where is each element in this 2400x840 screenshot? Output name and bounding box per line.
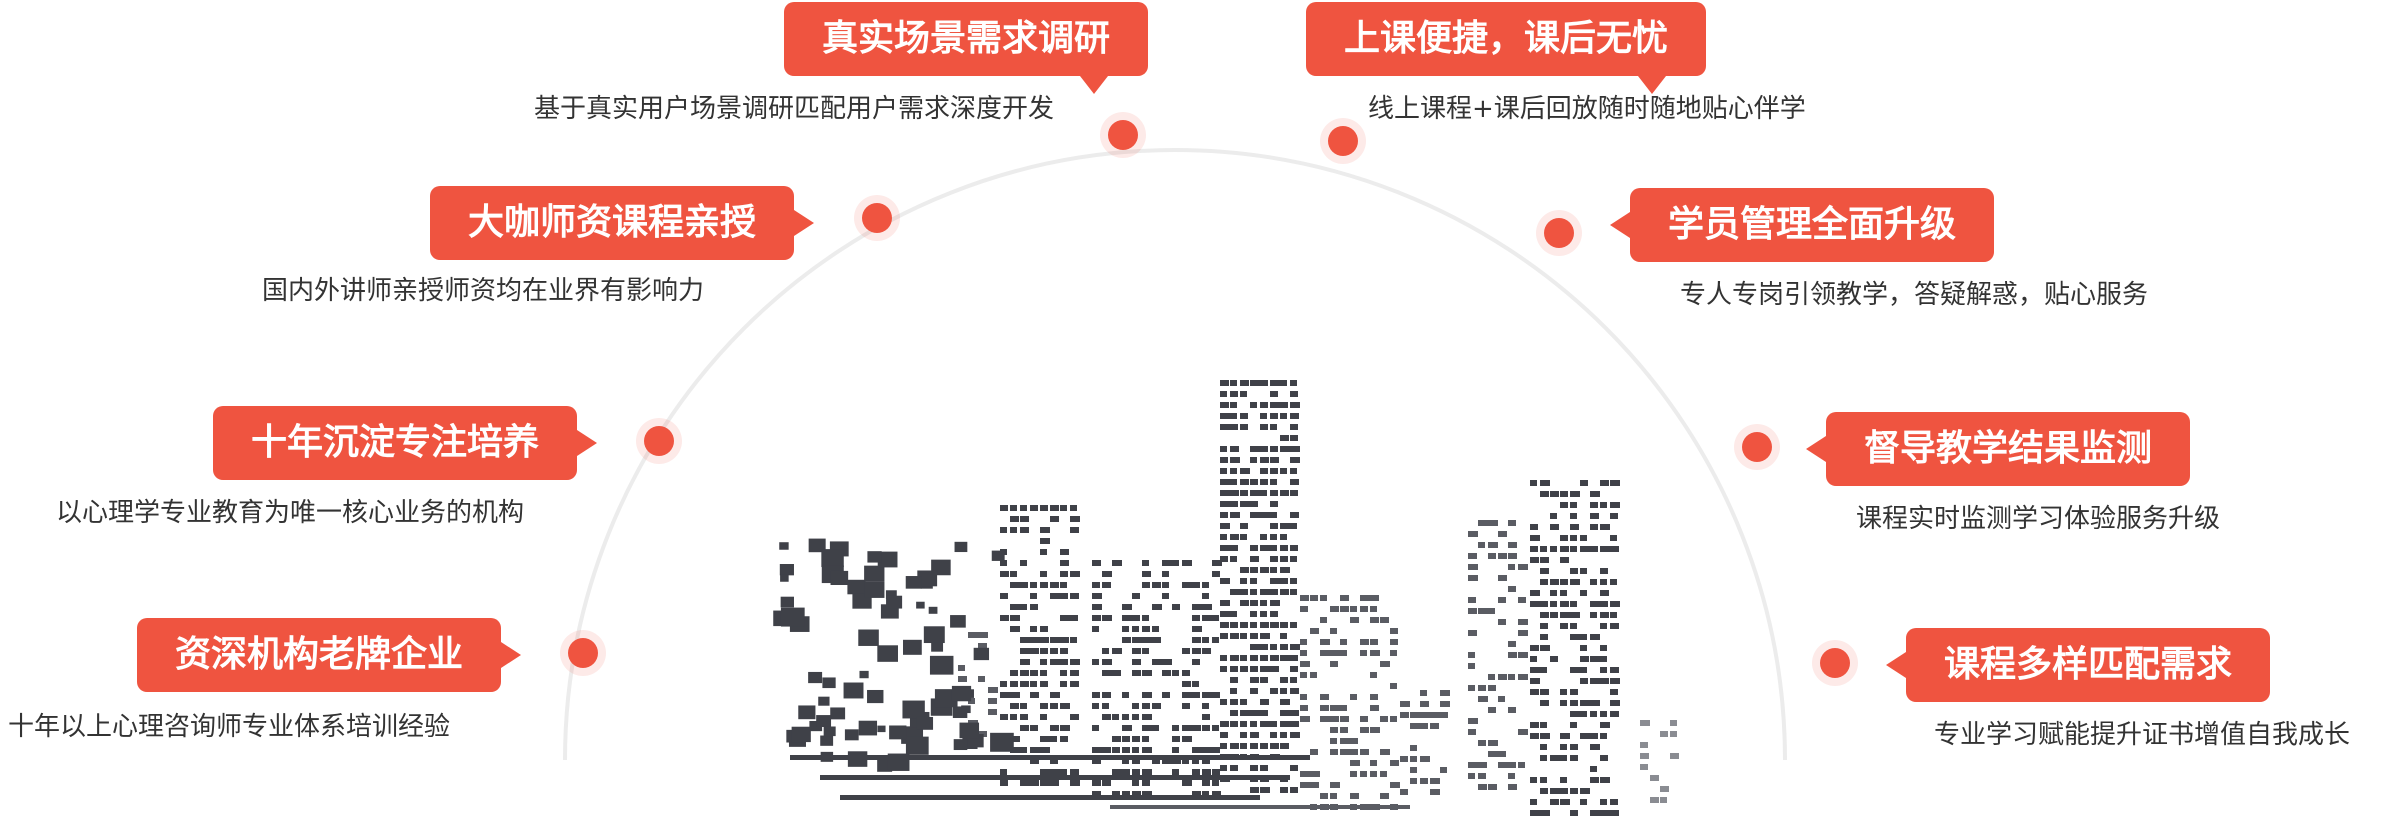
feature-tag-veteran: 资深机构老牌企业 xyxy=(137,618,522,692)
feature-tag-mentors: 大咖师资课程亲授 xyxy=(430,186,815,260)
arc-dot xyxy=(862,203,892,233)
feature-tag-decade: 十年沉淀专注培养 xyxy=(213,406,598,480)
arc-dot xyxy=(1328,126,1358,156)
arc-dot xyxy=(1742,432,1772,462)
feature-tag-convenient: 上课便捷，课后无忧 xyxy=(1306,2,1707,94)
feature-desc-mentors: 国内外讲师亲授师资均在业界有影响力 xyxy=(262,276,705,306)
feature-desc-research: 基于真实用户场景调研匹配用户需求深度开发 xyxy=(534,94,1055,124)
feature-tag-management: 学员管理全面升级 xyxy=(1609,188,1995,262)
feature-tag-supervision: 督导教学结果监测 xyxy=(1805,412,2191,486)
city-buildings xyxy=(773,380,1679,816)
arc-dot xyxy=(568,638,598,668)
feature-tag-research: 真实场景需求调研 xyxy=(784,2,1149,94)
feature-desc-decade: 以心理学专业教育为唯一核心业务的机构 xyxy=(56,498,525,528)
feature-tag-variety: 课程多样匹配需求 xyxy=(1885,628,2271,702)
feature-desc-veteran: 十年以上心理咨询师专业体系培训经验 xyxy=(8,712,451,742)
arc-dot xyxy=(1108,120,1138,150)
arc-dot xyxy=(1544,218,1574,248)
feature-desc-variety: 专业学习赋能提升证书增值自我成长 xyxy=(1934,720,2351,750)
feature-desc-management: 专人专岗引领教学，答疑解惑，贴心服务 xyxy=(1680,280,2149,310)
arc-line xyxy=(563,148,1787,761)
arc-dot xyxy=(1820,648,1850,678)
feature-desc-convenient: 线上课程+课后回放随时随地贴心伴学 xyxy=(1368,94,1806,124)
feature-desc-supervision: 课程实时监测学习体验服务升级 xyxy=(1856,504,2221,534)
arc-dot xyxy=(644,426,674,456)
